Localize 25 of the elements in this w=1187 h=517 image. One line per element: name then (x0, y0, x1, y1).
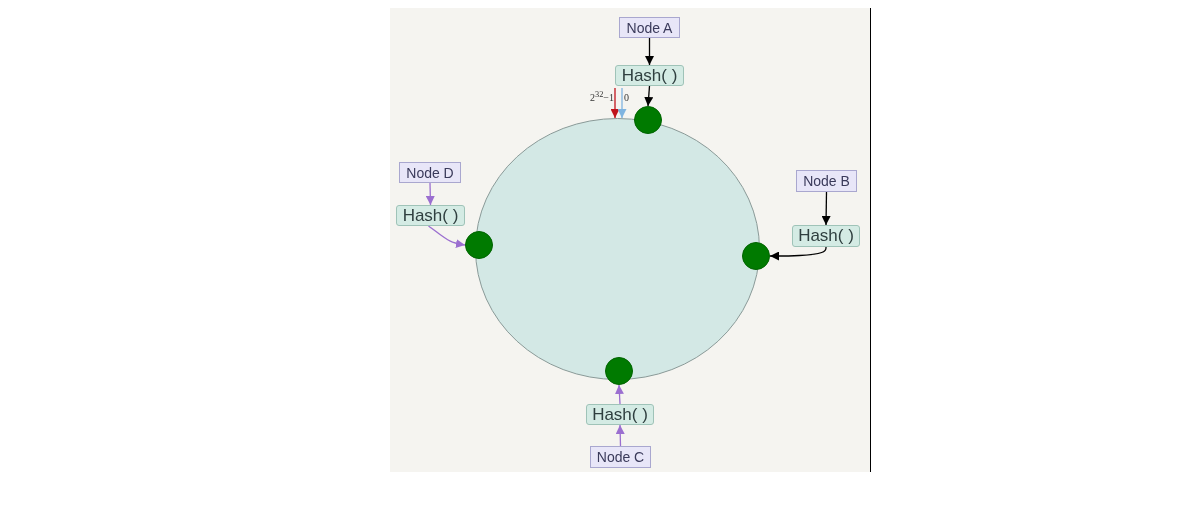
hash-box: Hash( ) (586, 404, 654, 425)
hash-box: Hash( ) (615, 65, 684, 86)
node-box: Node D (399, 162, 461, 183)
arrow (644, 85, 654, 107)
arrow (645, 37, 654, 66)
node-box: Node A (619, 17, 680, 38)
hash-box: Hash( ) (792, 225, 860, 247)
arrow (769, 246, 827, 261)
node-dot (742, 242, 770, 270)
range-label: 0 (624, 90, 634, 104)
node-box: Node B (796, 170, 857, 192)
arrow (821, 191, 831, 226)
node-dot (634, 106, 662, 134)
arrow (615, 424, 625, 447)
arrow (610, 87, 620, 119)
node-dot (465, 231, 493, 259)
arrow (425, 182, 435, 206)
node-box: Node C (590, 446, 651, 468)
arrow (427, 225, 466, 249)
range-label: 2$^{32}$−1 (578, 90, 614, 104)
arrow (615, 384, 624, 405)
hash-box: Hash( ) (396, 205, 465, 226)
ring-circle (475, 118, 760, 380)
node-dot (605, 357, 633, 385)
arrow (617, 87, 627, 119)
